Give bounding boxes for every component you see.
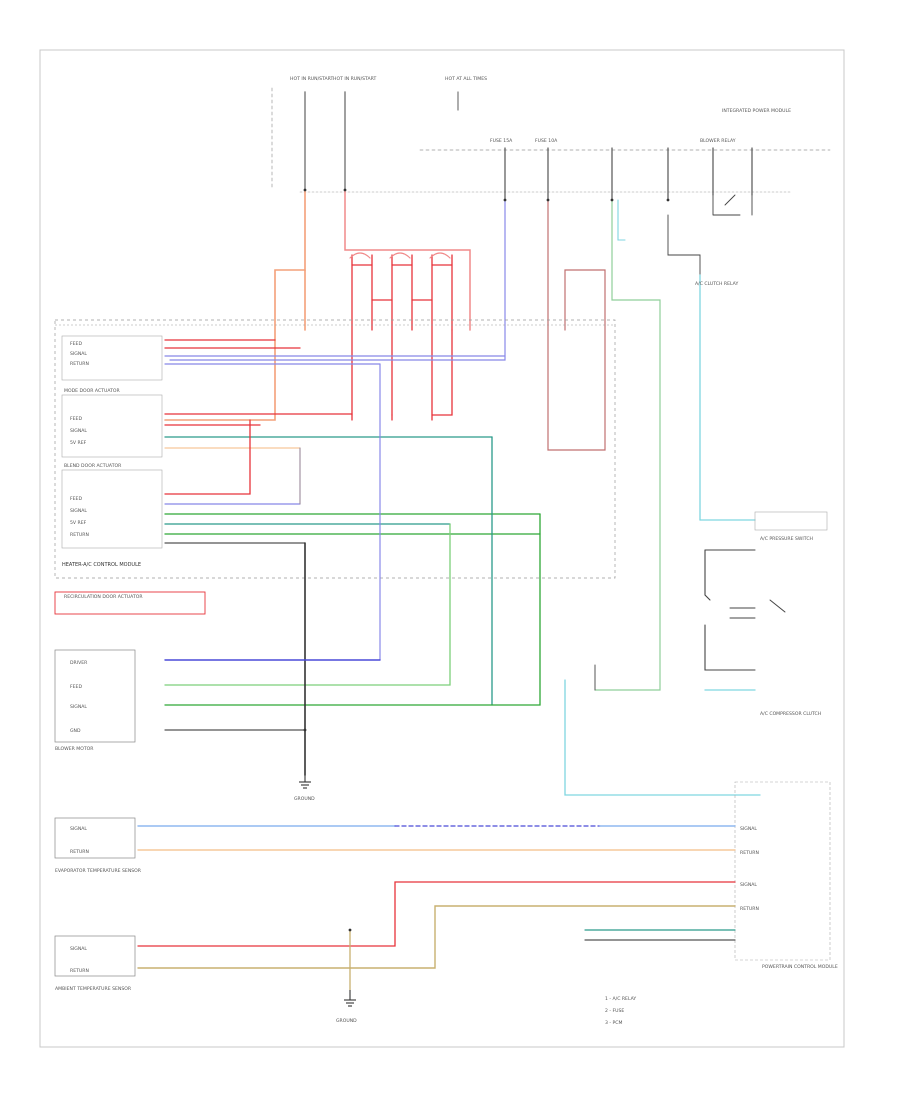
legend-item-2: 2 - FUSE — [605, 1008, 624, 1014]
pin-label: SIGNAL — [70, 351, 87, 357]
pin-label: GND — [70, 728, 81, 734]
pin-label: SIGNAL — [70, 826, 87, 832]
diagram-frame — [39, 49, 845, 1048]
mode-door-label: MODE DOOR ACTUATOR — [64, 388, 121, 394]
ground-left-label: GROUND — [294, 796, 315, 802]
pin-label: SIGNAL — [740, 882, 757, 888]
ground-bottom-symbol — [344, 990, 356, 1007]
pin-label: RETURN — [70, 968, 89, 974]
pin-label: 5V REF — [70, 440, 87, 446]
recirc-door-box — [54, 591, 206, 615]
legend-item-3: 3 - PCM — [605, 1020, 622, 1026]
ground-left-symbol — [299, 775, 311, 789]
ambient-sensor-label: AMBIENT TEMPERATURE SENSOR — [55, 986, 132, 992]
pin-label: FEED — [70, 496, 82, 502]
top-labels: HOT IN RUN/START HOT IN RUN/START HOT AT… — [290, 76, 791, 287]
module-wires — [164, 339, 541, 776]
ambient-sensor-box — [54, 935, 136, 977]
pin-label: RETURN — [70, 532, 89, 538]
hvac-module-label: HEATER-A/C CONTROL MODULE — [62, 562, 141, 568]
sensor-wires — [137, 825, 736, 991]
legend: 1 - A/C RELAY 2 - FUSE 3 - PCM — [605, 996, 636, 1026]
pcm-label: POWERTRAIN CONTROL MODULE — [762, 964, 838, 970]
pin-label: RETURN — [70, 849, 89, 855]
ac-section — [564, 511, 828, 796]
fuse-label-3: HOT AT ALL TIMES — [445, 76, 487, 82]
clutch-label: A/C COMPRESSOR CLUTCH — [760, 711, 821, 717]
blend-door-label: BLEND DOOR ACTUATOR — [64, 463, 122, 469]
pin-label: SIGNAL — [70, 946, 87, 952]
pin-label: RETURN — [70, 361, 89, 367]
pin-label: 5V REF — [70, 520, 87, 526]
top-power-section — [164, 87, 831, 691]
legend-item-1: 1 - A/C RELAY — [605, 996, 636, 1002]
fuse-label-1: HOT IN RUN/START — [290, 76, 333, 82]
evap-sensor-label: EVAPORATOR TEMPERATURE SENSOR — [55, 868, 142, 874]
relay-1-label: BLOWER RELAY — [700, 138, 736, 144]
pcm-box — [734, 781, 831, 961]
recirc-door-label: RECIRCULATION DOOR ACTUATOR — [64, 594, 143, 600]
ground-bottom-label: GROUND — [336, 1018, 357, 1024]
fuse-b-label: FUSE 10A — [535, 138, 558, 144]
pin-label: SIGNAL — [70, 428, 87, 434]
actuator-connectors — [61, 335, 163, 549]
fuse-a-label: FUSE 15A — [490, 138, 513, 144]
pin-label: SIGNAL — [70, 508, 87, 514]
pin-label: RETURN — [740, 850, 759, 856]
blower-motor-label: BLOWER MOTOR — [55, 746, 94, 752]
jb-label: INTEGRATED POWER MODULE — [722, 108, 791, 114]
pin-labels: FEED SIGNAL RETURN FEED SIGNAL 5V REF FE… — [70, 341, 759, 974]
pin-label: FEED — [70, 341, 82, 347]
connector-dots — [303, 188, 670, 932]
pin-label: FEED — [70, 684, 82, 690]
pin-label: SIGNAL — [740, 826, 757, 832]
pin-label: RETURN — [740, 906, 759, 912]
pin-label: FEED — [70, 416, 82, 422]
ac-switch-label: A/C PRESSURE SWITCH — [760, 536, 813, 542]
pin-label: DRIVER — [70, 660, 88, 666]
relay-2-label: A/C CLUTCH RELAY — [695, 281, 738, 287]
blower-motor-box — [54, 649, 136, 743]
evap-sensor-box — [54, 817, 136, 859]
fuse-label-2: HOT IN RUN/START — [333, 76, 376, 82]
pin-label: SIGNAL — [70, 704, 87, 710]
hvac-module-box — [54, 319, 616, 579]
